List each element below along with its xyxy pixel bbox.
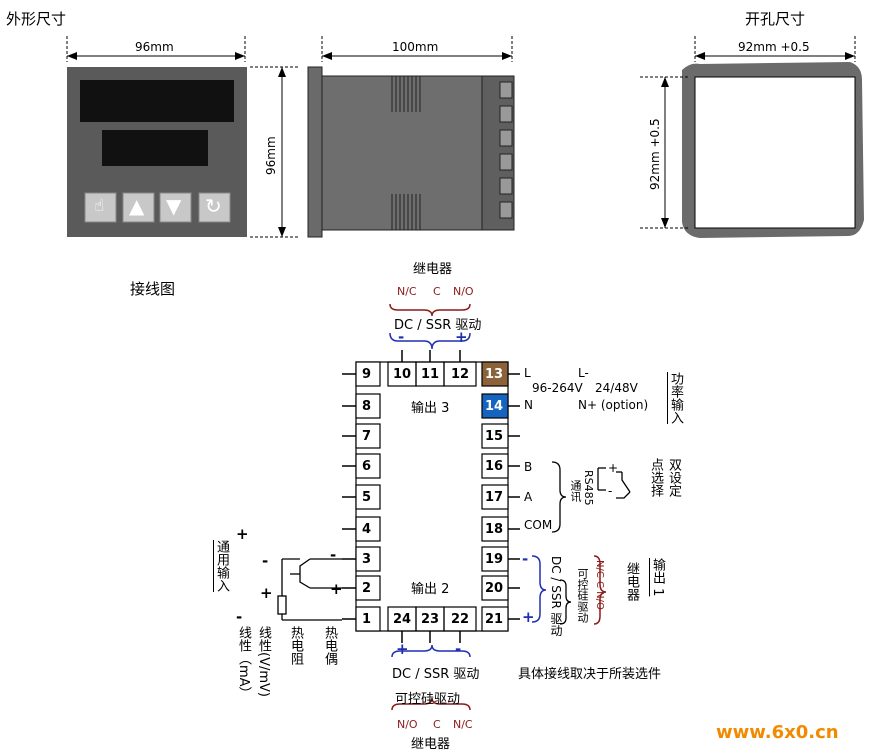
side-view: [307, 66, 515, 238]
rs485-COM: COM: [524, 518, 553, 532]
terminal-13: 13: [485, 367, 504, 382]
terminal-23: 23: [421, 612, 440, 627]
rs485-label: RS485: [582, 470, 595, 506]
top-plus: +: [455, 328, 468, 346]
terminal-12: 12: [451, 367, 470, 382]
terminal-4: 4: [362, 522, 372, 537]
out1-label: 输出 1: [650, 558, 665, 597]
terminal-17: 17: [485, 490, 504, 505]
switch-minus: -: [608, 484, 613, 498]
terminal-21: 21: [485, 612, 504, 627]
out1-drive-label: DC / SSR 驱动: [549, 556, 563, 637]
universal-input-label: 通用输入: [214, 540, 229, 592]
bottom-pin-no: N/O: [397, 718, 418, 731]
out1-scr-label: 可控硅驱动: [576, 568, 589, 623]
terminal-22: 22: [451, 612, 470, 627]
rs485-A: A: [524, 490, 533, 504]
cutout-height-label: 92mm +0.5: [648, 118, 662, 190]
input-minus-bottom: -: [236, 608, 243, 626]
dual-set-label: 双设定: [666, 458, 681, 497]
switch-plus: +: [608, 461, 619, 475]
bottom-relay-label: 继电器: [411, 737, 451, 752]
top-drive-label: DC / SSR 驱动: [394, 318, 482, 333]
cutout-title: 开孔尺寸: [745, 10, 806, 28]
terminal-11: 11: [421, 367, 440, 382]
bottom-minus: -: [455, 640, 462, 658]
top-pin-c: C: [433, 285, 441, 298]
out1-relay-label: 继电器: [624, 562, 639, 601]
top-pin-nc: N/C: [397, 285, 417, 298]
power-N: N: [524, 398, 533, 412]
power-dc-range: 24/48V: [595, 381, 638, 395]
terminal-1: 1: [362, 612, 372, 627]
rs485-B: B: [524, 460, 533, 474]
top-pin-no: N/O: [453, 285, 474, 298]
power-ac-range: 96-264V: [532, 381, 583, 395]
terminal-7: 7: [362, 429, 372, 444]
front-panel: [67, 67, 247, 237]
terminal-18: 18: [485, 522, 504, 537]
up-arrow-icon[interactable]: ▲: [129, 194, 145, 218]
watermark: www.6x0.cn: [716, 722, 839, 743]
tc-plus: +: [330, 580, 343, 598]
terminal-6: 6: [362, 459, 372, 474]
front-width-label: 96mm: [135, 40, 174, 54]
power-input-label: 功率输入: [668, 372, 683, 424]
tc-minus: -: [330, 546, 337, 564]
cycle-icon[interactable]: ↻: [205, 194, 222, 218]
top-minus: -: [398, 328, 405, 346]
out1-plus: +: [522, 608, 535, 626]
bottom-pin-c: C: [433, 718, 441, 731]
bottom-scr-label: 可控硅驱动: [395, 692, 461, 707]
cutout: [682, 62, 864, 238]
out1-minus: -: [522, 550, 529, 568]
input-plus: +: [260, 584, 273, 602]
terminal-15: 15: [485, 429, 504, 444]
terminal-9: 9: [362, 367, 372, 382]
terminal-19: 19: [485, 552, 504, 567]
outline-title: 外形尺寸: [6, 10, 67, 28]
power-L: L: [524, 366, 531, 380]
top-relay-label: 继电器: [413, 262, 453, 277]
terminal-2: 2: [362, 581, 372, 596]
thermocouple-label: 热电偶: [322, 626, 337, 665]
input-plus-top: +: [236, 525, 249, 543]
bottom-pin-nc: N/C: [453, 718, 473, 731]
terminal-5: 5: [362, 490, 372, 505]
output3-label: 输出 3: [411, 401, 450, 416]
cutout-width-label: 92mm +0.5: [738, 40, 810, 54]
down-arrow-icon[interactable]: ▼: [166, 194, 182, 218]
linear-v-label: 线性(V/mV): [256, 626, 271, 697]
output2-label: 输出 2: [411, 582, 450, 597]
point-select-label: 点选择: [648, 458, 663, 497]
comm-label: 通讯: [569, 480, 582, 502]
input-minus: -: [262, 552, 269, 570]
front-height-label: 96mm: [264, 136, 278, 175]
linear-ma-label: 线性（mA）: [236, 626, 251, 700]
terminal-3: 3: [362, 552, 372, 567]
hand-icon[interactable]: ☝: [94, 196, 105, 216]
bottom-drive-label: DC / SSR 驱动: [392, 667, 480, 682]
wiring-title: 接线图: [130, 280, 176, 298]
terminal-8: 8: [362, 399, 372, 414]
bottom-plus: +: [396, 640, 409, 658]
out1-relay-pins: N/C C N/O: [594, 560, 605, 610]
terminal-24: 24: [393, 612, 412, 627]
rtd-label: 热电阻: [288, 626, 303, 665]
terminal-14: 14: [485, 399, 504, 414]
wiring-note: 具体接线取决于所装选件: [518, 667, 662, 682]
depth-label: 100mm: [392, 40, 439, 54]
terminal-10: 10: [393, 367, 412, 382]
terminal-16: 16: [485, 459, 504, 474]
power-N-plus: N+ (option): [578, 398, 649, 412]
terminal-20: 20: [485, 581, 504, 596]
power-L-minus: L-: [578, 366, 589, 380]
